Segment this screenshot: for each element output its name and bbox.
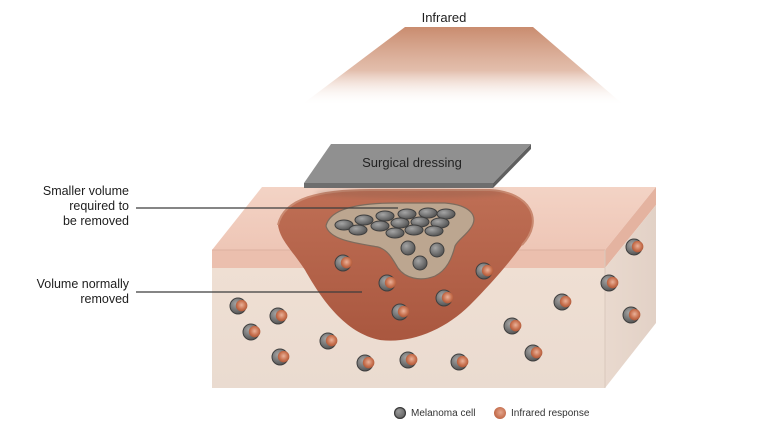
smaller-volume-label-line: be removed bbox=[62, 214, 129, 228]
smaller-volume-label-line: required to bbox=[69, 199, 129, 213]
melanoma-cell bbox=[400, 240, 416, 256]
surgical-dressing bbox=[304, 144, 531, 183]
melanoma-cell bbox=[418, 207, 438, 219]
melanoma-cell bbox=[348, 224, 368, 236]
smaller-volume-label: Smaller volume required to be removed bbox=[8, 184, 129, 229]
infrared-response bbox=[235, 299, 248, 312]
melanoma-cell bbox=[390, 217, 410, 229]
melanoma-cell bbox=[397, 208, 417, 220]
infrared-response bbox=[530, 346, 543, 359]
infrared-response bbox=[456, 355, 469, 368]
infrared-response bbox=[509, 319, 522, 332]
infrared-response bbox=[628, 308, 641, 321]
infrared-response bbox=[405, 353, 418, 366]
smaller-volume-label-line: Smaller volume bbox=[42, 184, 129, 198]
volume-normally-removed-label: Volume normally removed bbox=[8, 277, 129, 307]
legend-melanoma-cell: Melanoma cell bbox=[394, 403, 475, 423]
melanoma-cell bbox=[412, 255, 428, 271]
infrared-response bbox=[397, 305, 410, 318]
infrared-response bbox=[606, 276, 619, 289]
skin-side-face bbox=[605, 205, 656, 388]
melanoma-cell bbox=[370, 220, 390, 232]
melanoma-cell bbox=[334, 219, 354, 231]
melanoma-cell bbox=[385, 227, 405, 239]
cells-layer bbox=[229, 207, 644, 372]
infrared-response bbox=[559, 295, 572, 308]
melanoma-cell bbox=[354, 214, 374, 226]
surgical-dressing-side bbox=[493, 144, 531, 188]
legend-infrared-response: Infrared response bbox=[494, 403, 589, 423]
melanoma-cell bbox=[436, 208, 456, 220]
infrared-response bbox=[631, 240, 644, 253]
volume-normally-label-line: removed bbox=[80, 292, 129, 306]
surgical-dressing-label: Surgical dressing bbox=[362, 155, 462, 170]
infrared-response bbox=[277, 350, 290, 363]
legend-melanoma-label: Melanoma cell bbox=[411, 407, 476, 419]
infrared-response bbox=[384, 276, 397, 289]
infrared-label: Infrared bbox=[421, 10, 467, 25]
melanoma-cell-icon bbox=[394, 407, 406, 419]
skin-dermis-band-side bbox=[605, 187, 656, 268]
surgical-dressing-front bbox=[304, 183, 493, 188]
infrared-response bbox=[481, 264, 494, 277]
infrared-response-icon bbox=[494, 407, 506, 419]
infrared-response bbox=[275, 309, 288, 322]
infrared-beam bbox=[300, 27, 625, 106]
melanoma-cell bbox=[424, 225, 444, 237]
dressing-shadow bbox=[315, 188, 505, 198]
infrared-response bbox=[362, 356, 375, 369]
melanoma-cell bbox=[429, 242, 445, 258]
legend-infrared-label: Infrared response bbox=[511, 407, 590, 419]
infrared-response bbox=[325, 334, 338, 347]
melanoma-cell bbox=[375, 210, 395, 222]
infrared-response bbox=[248, 325, 261, 338]
volume-normally-label-line: Volume normally bbox=[36, 277, 129, 291]
infrared-response bbox=[340, 256, 353, 269]
melanoma-cell bbox=[404, 224, 424, 236]
infrared-response bbox=[441, 291, 454, 304]
